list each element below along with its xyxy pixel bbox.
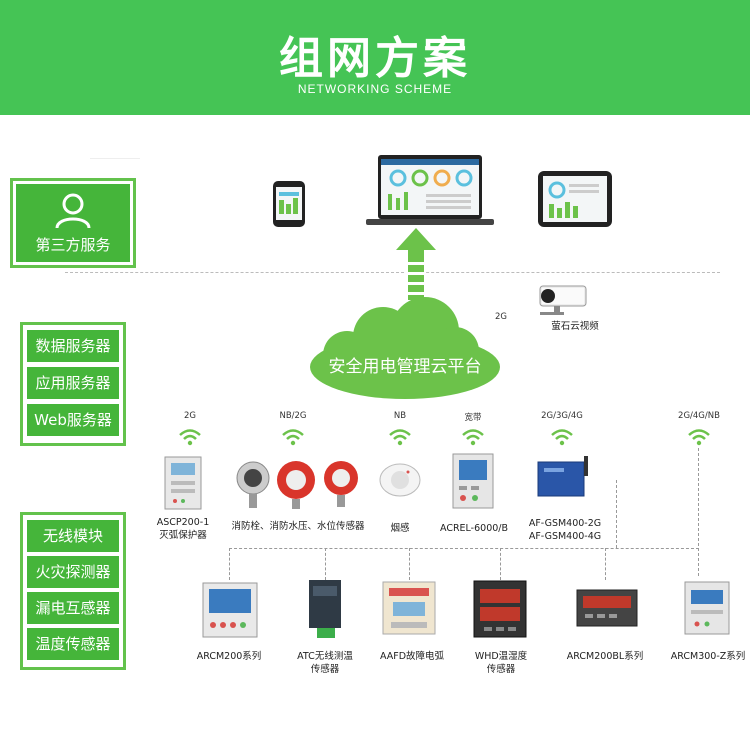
wifi-icon bbox=[688, 429, 710, 446]
camera-signal: 2G bbox=[495, 312, 507, 322]
aafd-label: AAFD故障电弧 bbox=[379, 651, 445, 662]
app-server-button[interactable]: 应用服务器 bbox=[27, 367, 119, 399]
hydrant-sensor-label: 消防栓、消防水压、水位传感器 bbox=[231, 521, 365, 532]
bus-line bbox=[229, 548, 699, 549]
atc-sensor-device bbox=[309, 580, 341, 638]
connector bbox=[616, 480, 617, 548]
cloud-platform-icon bbox=[310, 297, 500, 399]
wifi-icon bbox=[551, 429, 573, 446]
page-title: 组网方案 bbox=[279, 33, 471, 84]
device-6-signal: 2G/4G/NB bbox=[678, 411, 720, 421]
wifi-icon bbox=[282, 429, 304, 446]
separator-middle bbox=[65, 272, 720, 273]
acrel-6000-label: ACREL-6000/B bbox=[439, 523, 509, 534]
connector bbox=[409, 548, 410, 580]
arcm300z-device bbox=[684, 581, 730, 635]
wifi-icon bbox=[179, 429, 201, 446]
data-server-button[interactable]: 数据服务器 bbox=[27, 330, 119, 362]
third-party-button[interactable]: 第三方服务 bbox=[16, 184, 130, 262]
connector bbox=[698, 448, 699, 576]
page-subtitle: NETWORKING SCHEME bbox=[297, 82, 453, 96]
whd-sensor-device bbox=[473, 580, 527, 638]
arcm200-device bbox=[202, 582, 258, 638]
arc-protector-device bbox=[164, 456, 202, 510]
arcm200bl-device bbox=[576, 589, 638, 627]
arcm300z-label: ARCM300-Z系列 bbox=[670, 651, 746, 662]
wireless-module-button[interactable]: 无线模块 bbox=[27, 520, 119, 552]
connector bbox=[325, 548, 326, 580]
smoke-detector-device bbox=[379, 463, 421, 497]
tablet-icon bbox=[538, 171, 612, 227]
device-2-signal: NB/2G bbox=[279, 411, 307, 421]
gsm-module-device bbox=[537, 456, 588, 497]
hydrant-pressure-sensor-device bbox=[236, 461, 358, 509]
user-icon bbox=[55, 193, 91, 229]
arc-protector-label: ASCP200-1 灭弧保护器 bbox=[156, 517, 210, 541]
device-3-signal: NB bbox=[393, 411, 407, 421]
phone-icon bbox=[273, 181, 305, 227]
connector bbox=[605, 548, 606, 580]
whd-sensor-label: WHD温湿度 传感器 bbox=[474, 651, 528, 675]
cloud-platform-label: 安全用电管理云平台 bbox=[328, 357, 482, 377]
temperature-sensor-button[interactable]: 温度传感器 bbox=[27, 628, 119, 660]
aafd-device bbox=[382, 581, 436, 635]
laptop-icon bbox=[366, 155, 494, 225]
connector bbox=[500, 548, 501, 580]
acrel-6000-device bbox=[452, 453, 494, 509]
device-1-signal: 2G bbox=[184, 411, 196, 421]
device-5-signal: 2G/3G/4G bbox=[541, 411, 583, 421]
wifi-icon bbox=[462, 429, 484, 446]
atc-sensor-label: ATC无线测温 传感器 bbox=[297, 651, 353, 675]
leakage-transformer-button[interactable]: 漏电互感器 bbox=[27, 592, 119, 624]
header-banner: 组网方案 NETWORKING SCHEME bbox=[0, 0, 750, 115]
gsm-module-label: AF-GSM400-2G AF-GSM400-4G bbox=[528, 518, 602, 542]
device-4-signal: 宽带 bbox=[464, 413, 482, 423]
third-party-label: 第三方服务 bbox=[35, 236, 111, 254]
smoke-detector-label: 烟感 bbox=[390, 523, 410, 534]
connector bbox=[229, 548, 230, 580]
upload-arrow-icon bbox=[396, 228, 436, 300]
camera-icon bbox=[539, 285, 587, 315]
wifi-icon bbox=[389, 429, 411, 446]
separator-top bbox=[90, 158, 140, 159]
fire-detector-button[interactable]: 火灾探测器 bbox=[27, 556, 119, 588]
camera-label: 萤石云视频 bbox=[551, 321, 599, 332]
arcm200-label: ARCM200系列 bbox=[196, 651, 262, 662]
arcm200bl-label: ARCM200BL系列 bbox=[566, 651, 644, 662]
web-server-button[interactable]: Web服务器 bbox=[27, 404, 119, 436]
